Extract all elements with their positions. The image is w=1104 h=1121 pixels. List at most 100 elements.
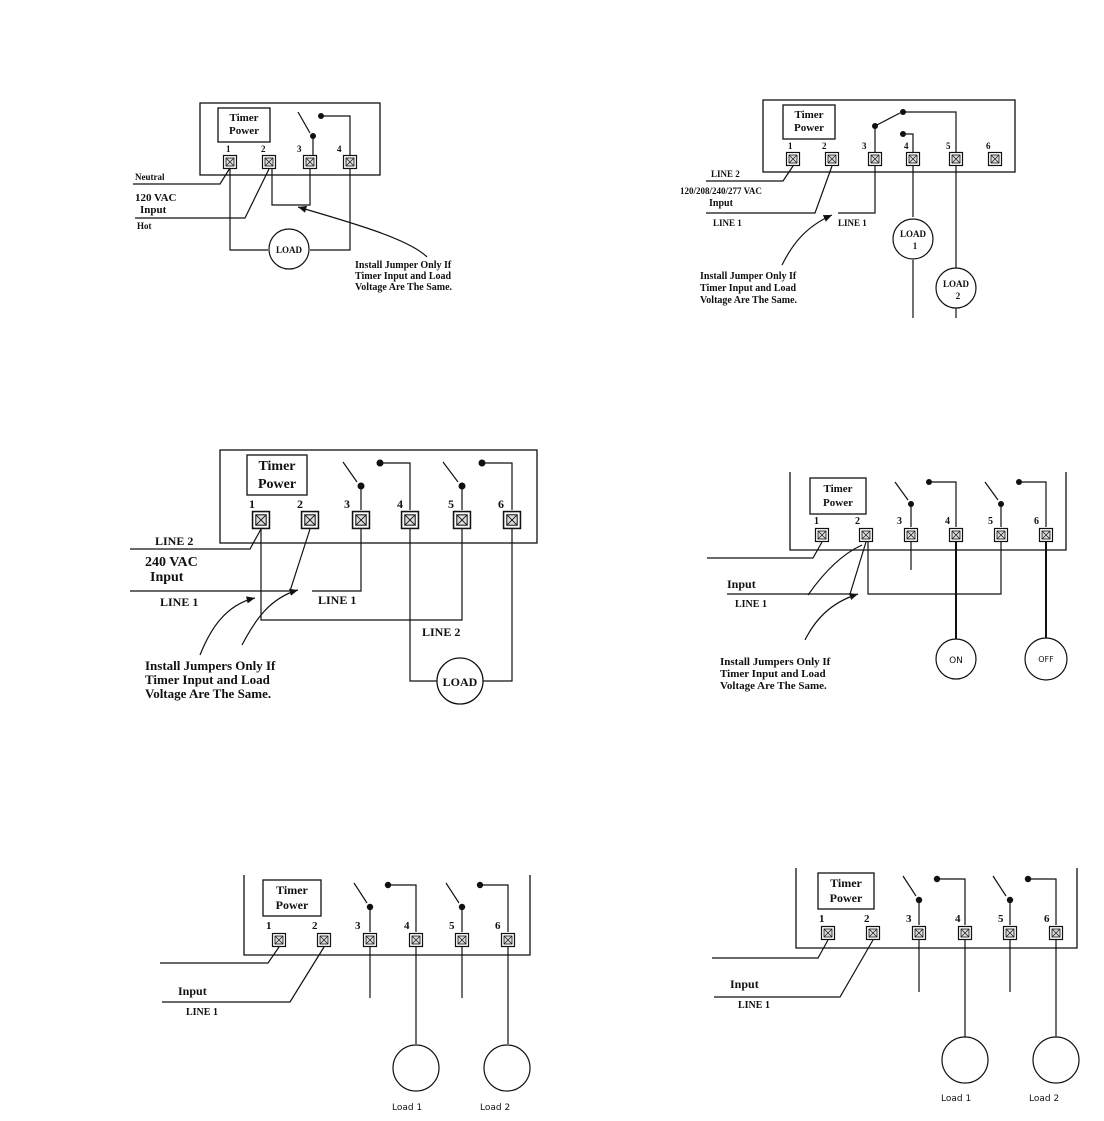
terminal-number: 3	[344, 497, 350, 511]
input-label: Input	[709, 198, 734, 209]
jumper-arrow	[241, 588, 299, 646]
terminal-1	[820, 925, 836, 941]
timer-power-box	[262, 879, 322, 917]
timer-power-box	[809, 477, 867, 515]
power-label: Power	[830, 891, 863, 905]
on-circle	[935, 638, 977, 680]
terminal-number: 6	[986, 141, 991, 151]
timer-housing	[243, 875, 531, 956]
load-1-circle	[392, 1044, 440, 1092]
timer-housing	[199, 102, 381, 176]
terminal-number: 2	[261, 144, 266, 154]
terminal-4	[905, 151, 921, 167]
panel-1-diagram: Timer Power 1 2 3 4 LOAD Neutral 120 VAC…	[133, 102, 453, 293]
terminal-number: 4	[404, 920, 410, 932]
terminal-number: 5	[449, 920, 455, 932]
terminal-number: 3	[355, 920, 361, 932]
terminal-number: 2	[864, 913, 870, 925]
load-2-number: 2	[956, 291, 961, 301]
timer-power-box	[817, 872, 875, 910]
neutral-label: Neutral	[135, 172, 165, 182]
power-label: Power	[276, 898, 309, 912]
note-line: Install Jumpers Only If	[145, 658, 276, 673]
power-label: Power	[229, 125, 259, 137]
terminal-6	[987, 151, 1003, 167]
terminal-1	[271, 932, 287, 948]
terminal-2	[865, 925, 881, 941]
terminal-number: 6	[495, 920, 501, 932]
load-2-label: Load 2	[480, 1103, 510, 1113]
load-2-circle	[1032, 1036, 1080, 1084]
terminal-number: 5	[988, 516, 993, 527]
terminal-number: 5	[946, 141, 951, 151]
note-line: Voltage Are The Same.	[700, 295, 798, 306]
on-label: ON	[949, 656, 963, 666]
panel-4-diagram: Timer Power 1 2 3 4 5 6 ON OFF Input	[707, 472, 1068, 692]
terminal-1	[814, 527, 830, 543]
terminal-2	[858, 527, 874, 543]
load-1-label: Load 1	[941, 1094, 971, 1104]
vac-label: 120/208/240/277 VAC	[680, 186, 762, 196]
terminal-6	[1048, 925, 1064, 941]
load-2-label: Load 2	[1029, 1094, 1059, 1104]
timer-housing	[795, 868, 1078, 949]
jumper-arrow	[807, 544, 863, 596]
terminal-4	[342, 154, 358, 170]
panel-5-diagram: Timer Power 1 2 3 4 5 6 Load 1 Load 2 In	[160, 875, 531, 1113]
panel-6-diagram: Timer Power 1 2 3 4 5 6 Load 1 Load 2 In	[712, 868, 1080, 1104]
timer-power-box	[782, 104, 836, 140]
load-2-circle	[935, 267, 977, 309]
note-line: Timer Input and Load	[145, 672, 271, 687]
terminal-2	[824, 151, 840, 167]
line1-label: LINE 1	[713, 218, 742, 228]
input-label: Input	[178, 984, 207, 998]
terminal-number: 1	[266, 920, 272, 932]
timer-label: Timer	[276, 883, 308, 897]
timer-housing	[789, 472, 1067, 551]
terminal-4	[948, 527, 964, 543]
load-2-label: LOAD	[943, 279, 970, 289]
power-label: Power	[258, 477, 296, 492]
terminal-3	[867, 151, 883, 167]
terminal-number: 1	[226, 144, 231, 154]
note-line: Install Jumper Only If	[700, 271, 797, 282]
terminal-number: 3	[906, 913, 912, 925]
load-2-circle	[483, 1044, 531, 1092]
load-label: LOAD	[276, 245, 303, 255]
input-label: Input	[730, 977, 759, 991]
note-line: Install Jumpers Only If	[720, 656, 831, 668]
hot-label: Hot	[137, 221, 152, 231]
line1-label: LINE 1	[318, 593, 356, 607]
terminal-6	[500, 932, 516, 948]
terminal-number: 6	[1034, 516, 1039, 527]
line1-label: LINE 1	[735, 599, 767, 610]
terminal-6	[502, 510, 522, 530]
terminal-number: 2	[297, 497, 303, 511]
terminal-number: 2	[822, 141, 827, 151]
terminal-number: 3	[897, 516, 902, 527]
note-line: Voltage Are The Same.	[720, 680, 827, 692]
vac-label: 240 VAC	[145, 555, 198, 570]
timer-power-box	[246, 454, 308, 496]
input-label: Input	[150, 570, 184, 585]
load-1-circle	[892, 218, 934, 260]
load-1-label: LOAD	[900, 229, 927, 239]
line2-label: LINE 2	[422, 625, 460, 639]
load-circle	[268, 228, 310, 270]
note-line: Voltage Are The Same.	[355, 282, 453, 293]
timer-label: Timer	[794, 109, 823, 121]
terminal-2	[316, 932, 332, 948]
terminal-2	[261, 154, 277, 170]
jumper-arrow	[199, 596, 256, 656]
terminal-number: 1	[819, 913, 825, 925]
terminal-4	[400, 510, 420, 530]
terminal-5	[454, 932, 470, 948]
jumper-arrow	[781, 214, 833, 266]
terminal-5	[948, 151, 964, 167]
off-circle	[1024, 637, 1068, 681]
timer-label: Timer	[229, 112, 258, 124]
terminal-5	[452, 510, 472, 530]
load-1-label: Load 1	[392, 1103, 422, 1113]
terminal-1	[222, 154, 238, 170]
